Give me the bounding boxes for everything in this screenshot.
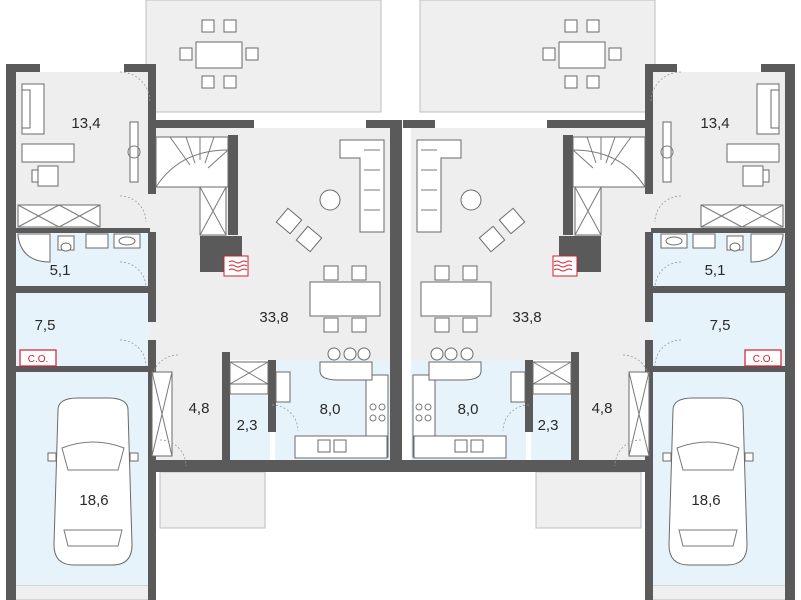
bathroom-fixtures [17,233,141,263]
bathroom-bottom-wall [6,286,152,293]
pantry-area-label: 2,3 [237,417,258,434]
hall-bottom-wall [150,460,402,472]
right-boiler-room-area-label: 7,5 [710,317,731,334]
sofa [339,139,385,233]
living-east-wall [148,64,156,194]
fridge [275,371,291,403]
kitchen-area-label: 8,0 [320,401,341,418]
boiler-room-area-label: 7,5 [35,317,56,334]
wardrobe-area-label: 4,8 [189,400,210,417]
main-hall-area-label: 33,8 [259,309,288,326]
boiler-room-tag-text: C.O. [28,354,49,365]
pantry-floor [228,395,270,460]
outer-wall-left [6,64,16,600]
garage-area-label: 18,6 [79,492,108,509]
living-area-label: 13,4 [71,115,100,132]
terrace-dining [179,19,259,89]
staircase [155,136,229,236]
bathroom-area-label: 5,1 [50,262,71,279]
service-east-wall [148,232,156,322]
boiler-room-tag: C.O. [19,349,57,367]
hall-top-wall-a [148,120,254,128]
garage-apron [9,584,151,600]
armchairs [275,207,323,253]
bottom-terrace [159,471,266,529]
bathroom-top-wall [16,228,150,233]
right-pantry-area-label: 2,3 [538,417,559,434]
boiler-bottom-wall [6,366,152,372]
right-garage-area-label: 18,6 [691,492,720,509]
kitchen-island [319,361,373,381]
stair-core-wall [228,135,238,235]
right-bathroom-area-label: 5,1 [705,262,726,279]
coffee-table [319,189,341,211]
pantry-kitchen-wall [268,360,276,432]
wardrobe-wall [222,352,230,460]
right-kitchen-area-label: 8,0 [458,401,479,418]
car [47,397,139,566]
living-furniture [17,83,141,228]
door-swing [119,71,151,103]
right-wardrobe-area-label: 4,8 [592,400,613,417]
right-boiler-room-tag-text: C.O. [753,354,774,365]
dining-set [309,265,381,333]
right-unit: C.O. 13,4 5,1 7,5 18,6 33,8 4,8 2,3 8,0 [399,0,795,600]
left-unit: C.O. [6,0,402,600]
right-main-hall-area-label: 33,8 [512,309,541,326]
hall-top-wall-b [366,120,398,128]
party-wall [390,120,402,472]
outer-wall-top-living-2 [124,64,156,72]
heater [223,255,249,277]
outer-wall-top-living [6,64,40,72]
right-living-area-label: 13,4 [700,115,729,132]
